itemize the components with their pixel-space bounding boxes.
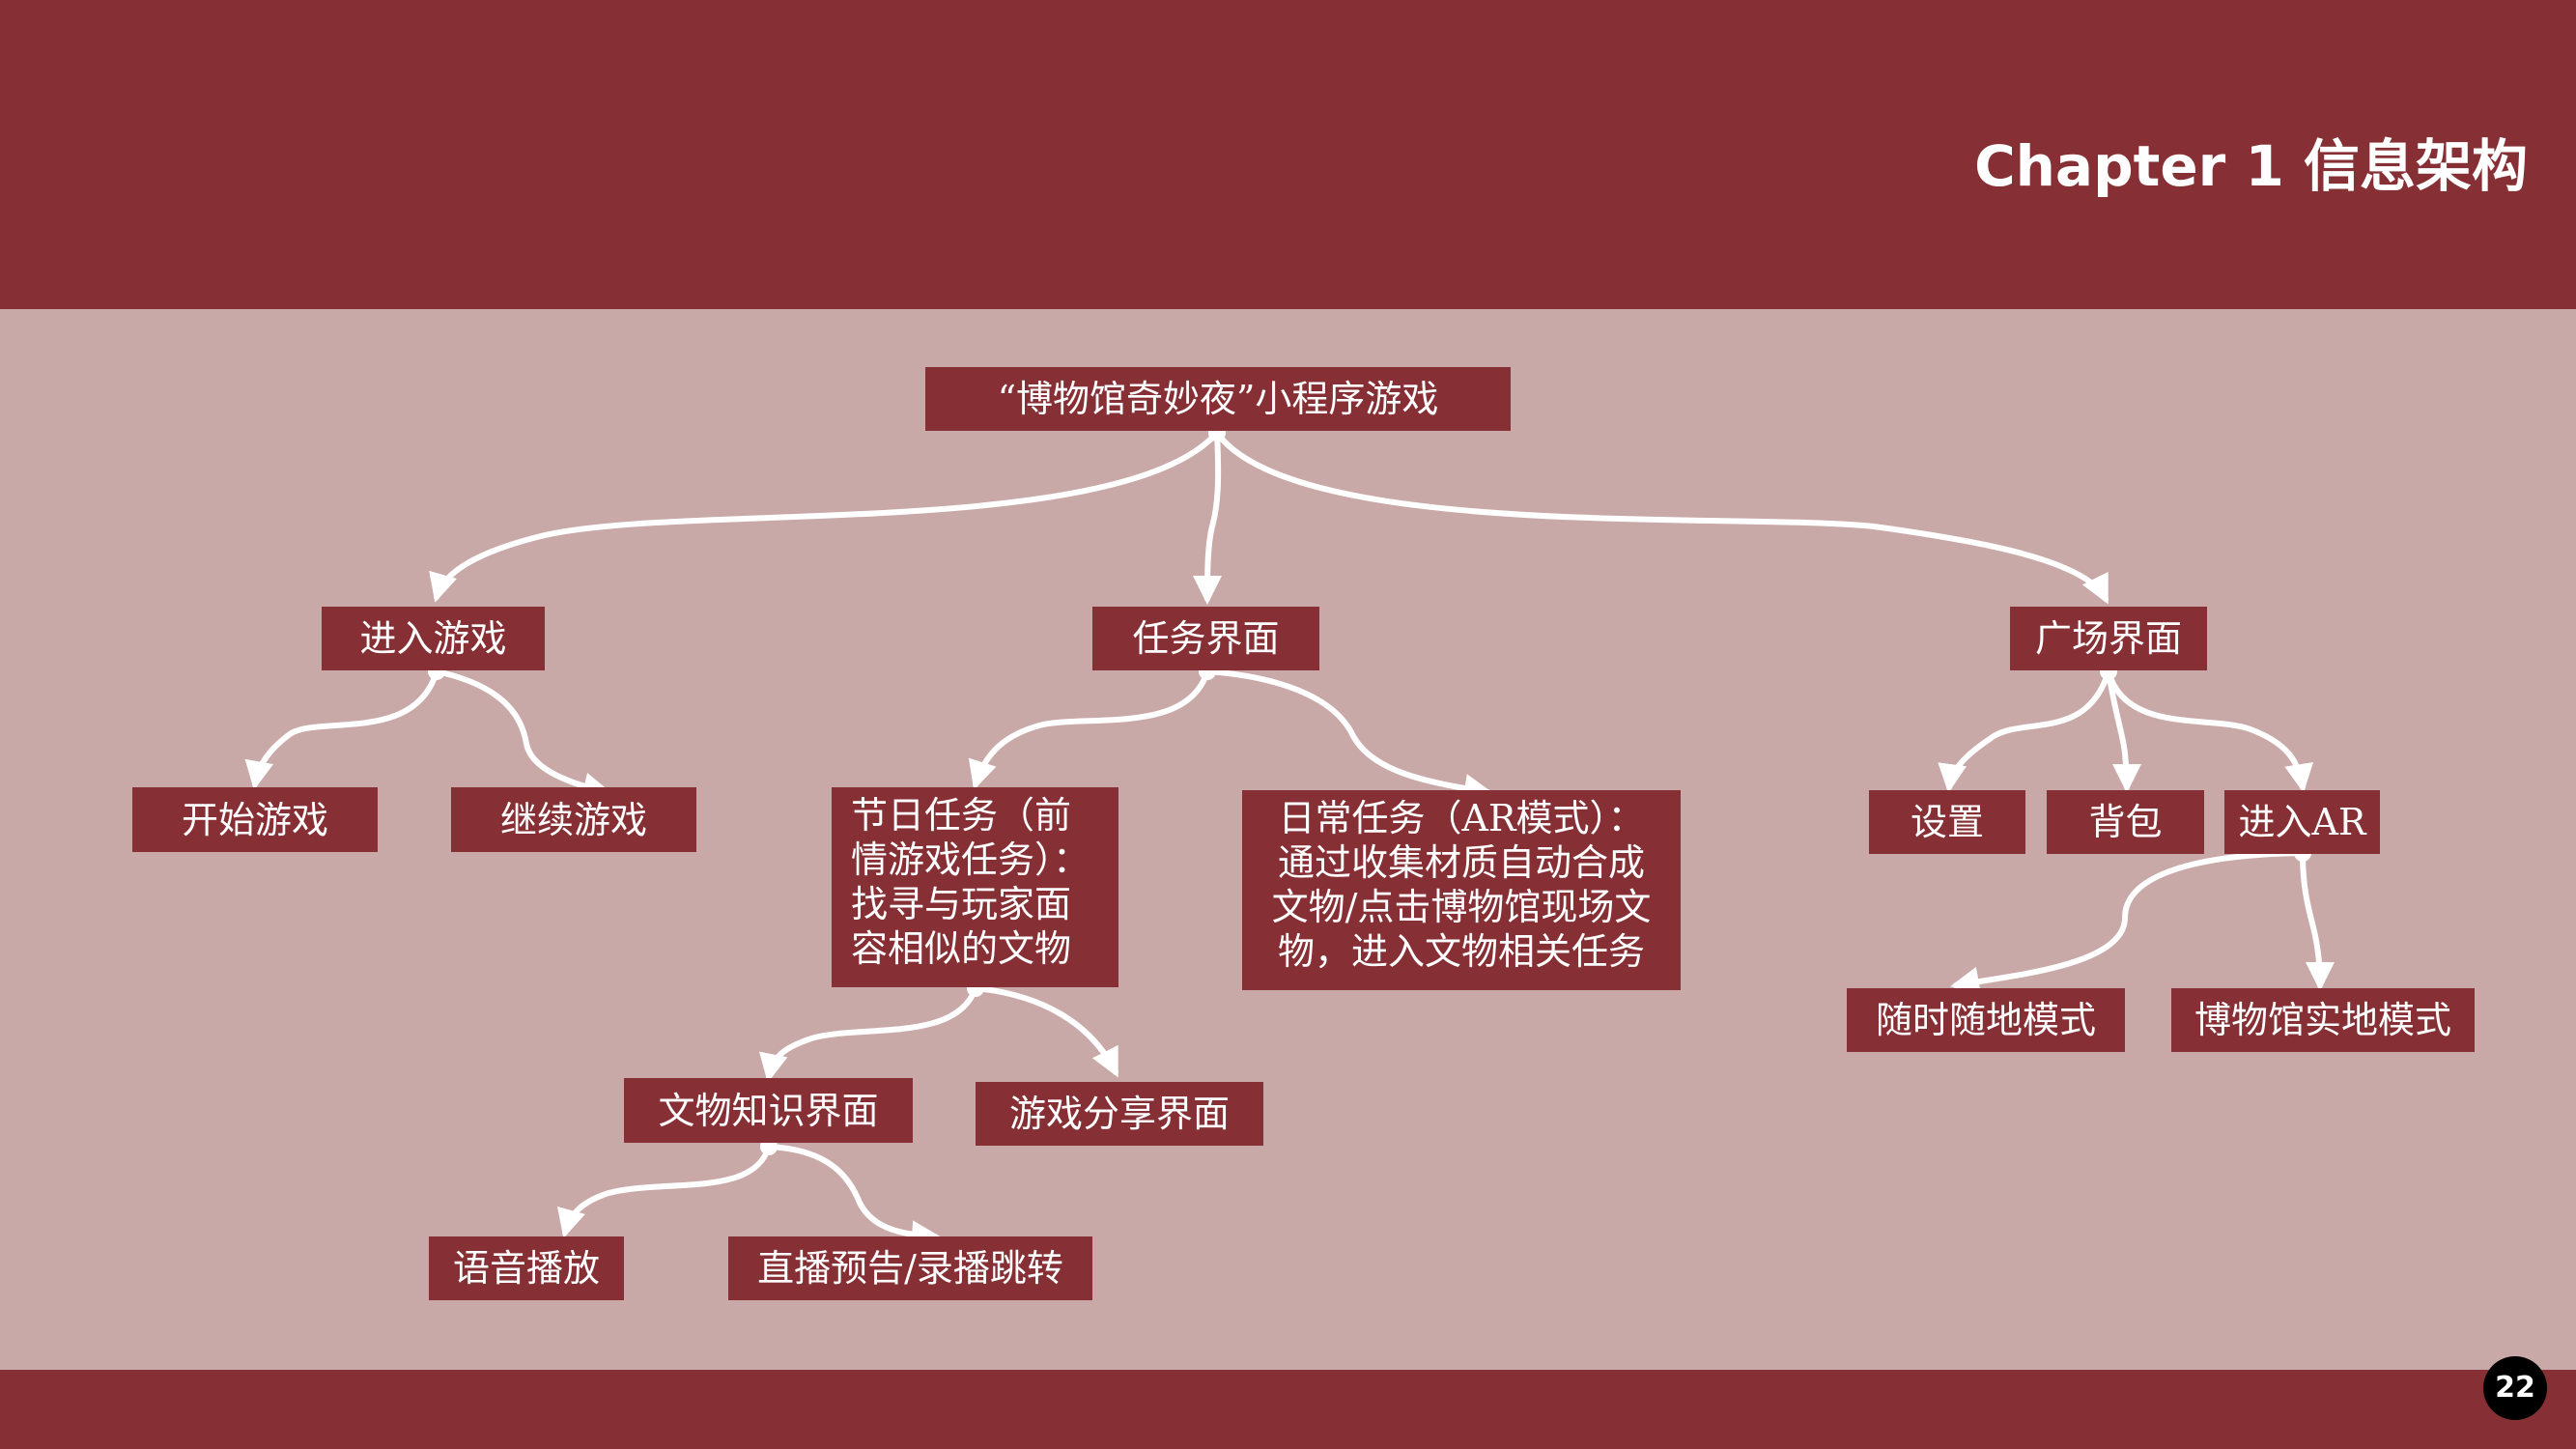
link-plaza-backpack [2106, 668, 2141, 793]
node-festival-task: 节日任务（前 情游戏任务）： 找寻与玩家面 容相似的文物 [832, 787, 1118, 987]
link-plaza-settings [1938, 668, 2111, 793]
page-title: Chapter 1 信息架构 [1974, 133, 2528, 199]
link-task-daily [1204, 668, 1493, 803]
link-enter-continue [434, 668, 612, 802]
node-daily-task: 日常任务（AR模式）： 通过收集材质自动合成 文物/点击博物馆现场文 物，进入文… [1242, 790, 1681, 990]
link-festival-share [973, 985, 1118, 1078]
link-root-enter-game [429, 430, 1220, 603]
link-knowledge-live [766, 1144, 941, 1250]
header-band [0, 0, 2576, 309]
node-start-game: 开始游戏 [132, 787, 378, 852]
node-artifact-knowledge: 文物知识界面 [624, 1078, 913, 1143]
node-voice-play: 语音播放 [429, 1236, 624, 1300]
node-enter-game: 进入游戏 [322, 607, 545, 670]
node-settings: 设置 [1869, 790, 2025, 854]
link-festival-knowledge [759, 985, 978, 1083]
link-ar-museum [2300, 850, 2335, 991]
node-task-screen: 任务界面 [1092, 607, 1319, 670]
link-ar-anytime [1950, 850, 2306, 996]
node-backpack: 背包 [2047, 790, 2204, 854]
node-museum-mode: 博物馆实地模式 [2171, 988, 2475, 1052]
node-enter-ar: 进入AR [2224, 790, 2380, 854]
link-root-plaza [1214, 430, 2109, 605]
node-game-share: 游戏分享界面 [976, 1082, 1263, 1146]
link-task-festival [968, 668, 1210, 790]
node-live-preview: 直播预告/录播跳转 [728, 1236, 1092, 1300]
link-plaza-ar [2106, 668, 2314, 793]
node-anytime-mode: 随时随地模式 [1847, 988, 2125, 1052]
link-root-task-screen [1193, 430, 1223, 605]
node-continue-game: 继续游戏 [451, 787, 696, 852]
node-root: “博物馆奇妙夜”小程序游戏 [925, 367, 1511, 431]
link-enter-start [244, 668, 439, 790]
page-number-badge: 22 [2483, 1356, 2547, 1420]
node-plaza-screen: 广场界面 [2010, 607, 2207, 670]
footer-band [0, 1370, 2576, 1449]
link-knowledge-voice [556, 1144, 772, 1238]
